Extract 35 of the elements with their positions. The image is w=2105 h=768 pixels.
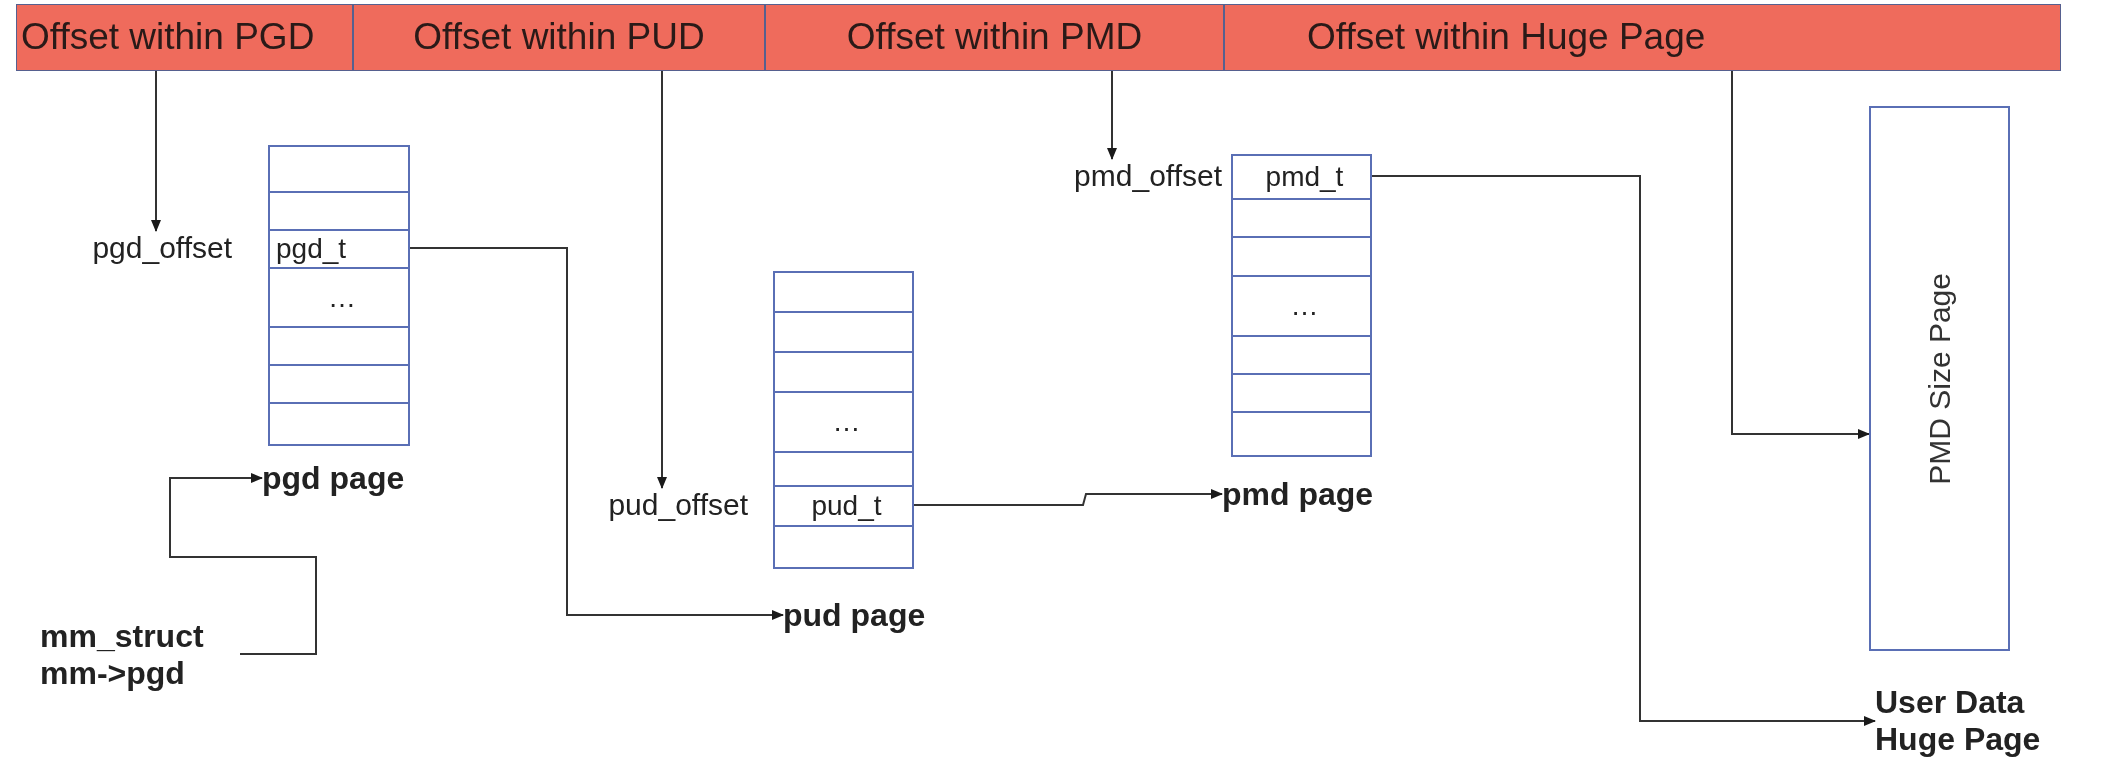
page-caption: pgd page xyxy=(262,460,405,497)
arrow xyxy=(169,473,317,655)
arrow xyxy=(657,70,667,489)
offset-label: pmd_offset xyxy=(1074,159,1222,194)
entry-label: pgd_t xyxy=(276,235,347,263)
field-label: Offset within PGD xyxy=(21,16,315,59)
entry-label: … xyxy=(1290,292,1319,320)
page-box xyxy=(1869,106,2010,651)
page-caption: pud page xyxy=(783,597,926,634)
arrow xyxy=(409,247,784,620)
entry-label: … xyxy=(832,408,861,436)
address-field-segment xyxy=(353,4,765,71)
page-table xyxy=(1231,154,1372,457)
arrow xyxy=(913,489,1223,506)
arrow xyxy=(1731,70,1870,439)
entry-label: pmd_t xyxy=(1265,163,1344,191)
address-field-segment xyxy=(16,4,353,71)
field-label: Offset within PMD xyxy=(846,16,1143,59)
field-label: Offset within PUD xyxy=(413,16,705,59)
offset-label: pud_offset xyxy=(608,488,748,523)
address-field-segment xyxy=(765,4,1224,71)
page-caption: pmd page xyxy=(1222,476,1374,513)
entry-label: pud_t xyxy=(811,492,882,520)
field-label: Offset within Huge Page xyxy=(1307,16,1706,59)
arrow xyxy=(151,70,161,232)
address-field-segment xyxy=(1224,4,2061,71)
offset-label: pgd_offset xyxy=(92,231,232,266)
page-table xyxy=(268,145,410,446)
page-caption: mm_struct mm->pgd xyxy=(40,618,240,692)
arrow xyxy=(1107,70,1117,160)
entry-label: … xyxy=(328,283,356,312)
page-table xyxy=(773,271,914,569)
arrow xyxy=(1371,175,1876,726)
page-label: PMD Size Page xyxy=(1922,272,1957,485)
page-caption: User Data Huge Page xyxy=(1875,684,2045,758)
